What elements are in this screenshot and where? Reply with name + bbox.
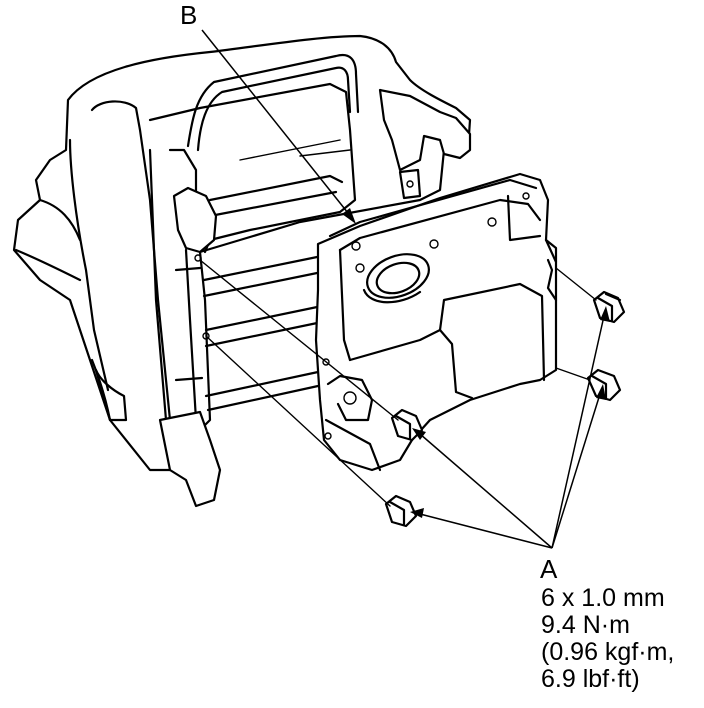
bolt-spec-block: 6 x 1.0 mm 9.4 N·m (0.96 kgf·m, 6.9 lbf·… [541, 585, 674, 693]
callout-label-a: A [540, 554, 558, 584]
torque-lbfft-text: 6.9 lbf·ft) [541, 665, 640, 693]
torque-nm-text: 9.4 N·m [541, 611, 630, 639]
bolt-middle [390, 408, 424, 442]
leader-lines-a [410, 306, 610, 549]
bolt-lower-right [586, 368, 622, 402]
bolt-upper-right [592, 290, 626, 324]
torque-kgfm-text: (0.96 kgf·m, [541, 638, 675, 666]
bolt-lower [384, 494, 418, 528]
back-cover-panel [314, 172, 558, 472]
leader-line-b [201, 29, 356, 224]
seat-back-frame [12, 34, 472, 508]
bolt-center-lines [199, 259, 597, 507]
bolt-size-text: 6 x 1.0 mm [541, 584, 665, 612]
callout-label-b: B [180, 0, 198, 30]
